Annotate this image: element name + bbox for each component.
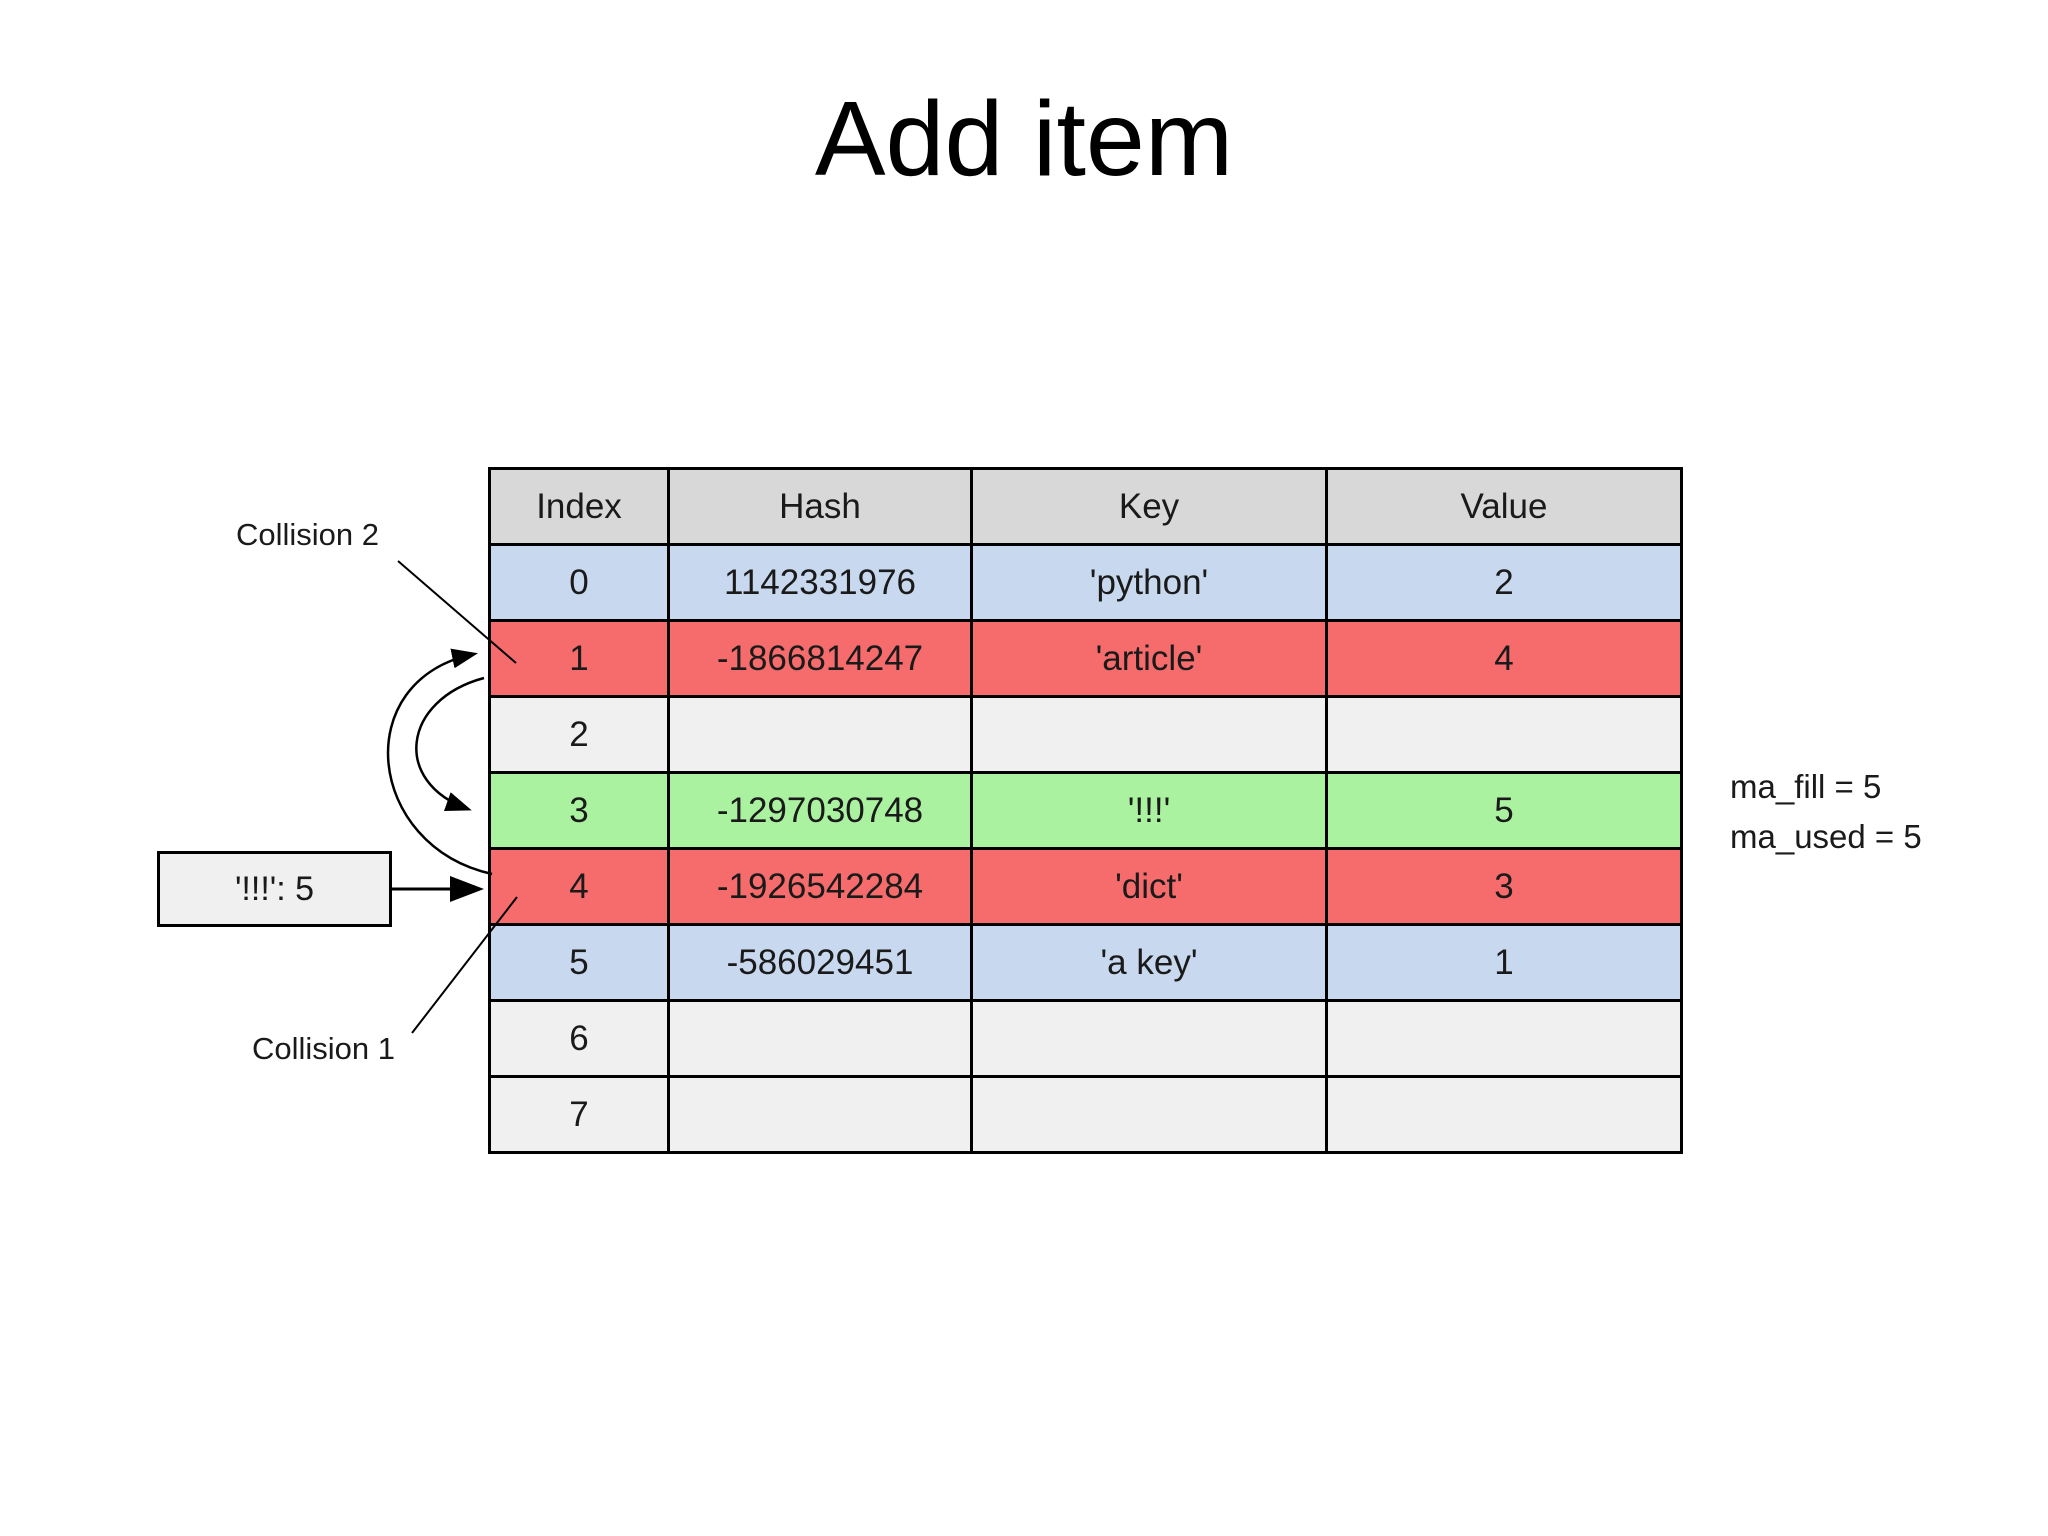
table-cell: 7 [488, 1075, 670, 1154]
table-cell: -1926542284 [667, 847, 973, 926]
table-cell: 5 [1325, 771, 1683, 850]
table-cell: 'dict' [970, 847, 1328, 926]
table-cell: 4 [488, 847, 670, 926]
table-row: 1 -1866814247 'article' 4 [488, 619, 1683, 698]
table-row: 5 -586029451 'a key' 1 [488, 923, 1683, 1002]
table-row: 0 1142331976 'python' 2 [488, 543, 1683, 622]
table-cell: -1297030748 [667, 771, 973, 850]
collision-2-label: Collision 2 [236, 517, 380, 552]
table-cell [1325, 695, 1683, 774]
ma-fill-text: ma_fill = 5 [1730, 768, 1882, 805]
table-cell [667, 695, 973, 774]
collision-1-label: Collision 1 [252, 1031, 396, 1066]
table-cell: 1142331976 [667, 543, 973, 622]
column-header-value: Value [1325, 467, 1683, 546]
table-cell: 2 [1325, 543, 1683, 622]
table-cell: 'python' [970, 543, 1328, 622]
new-item-box: '!!!': 5 [157, 851, 392, 927]
table-cell [970, 999, 1328, 1078]
table-cell: 5 [488, 923, 670, 1002]
table-cell: -586029451 [667, 923, 973, 1002]
column-header-index: Index [488, 467, 670, 546]
table-cell [970, 695, 1328, 774]
column-header-key: Key [970, 467, 1328, 546]
new-item-text: '!!!': 5 [234, 869, 315, 908]
table-cell: 0 [488, 543, 670, 622]
table-row: 4 -1926542284 'dict' 3 [488, 847, 1683, 926]
table-cell [667, 999, 973, 1078]
table-row: 6 [488, 999, 1683, 1078]
table-cell [667, 1075, 973, 1154]
hash-table: Index Hash Key Value 0 1142331976 'pytho… [488, 467, 1683, 1154]
table-cell: 2 [488, 695, 670, 774]
table-row: 3 -1297030748 '!!!' 5 [488, 771, 1683, 850]
table-row: 7 [488, 1075, 1683, 1154]
table-cell: 1 [1325, 923, 1683, 1002]
table-cell: 4 [1325, 619, 1683, 698]
ma-used-text: ma_used = 5 [1730, 818, 1922, 855]
table-row: 2 [488, 695, 1683, 774]
table-cell: 3 [488, 771, 670, 850]
table-cell: -1866814247 [667, 619, 973, 698]
table-cell: 6 [488, 999, 670, 1078]
dict-stats: ma_fill = 5 ma_used = 5 [1730, 762, 1922, 862]
table-cell [970, 1075, 1328, 1154]
slide-title: Add item [814, 80, 1234, 198]
table-header-row: Index Hash Key Value [488, 467, 1683, 546]
table-cell: 3 [1325, 847, 1683, 926]
table-cell: 1 [488, 619, 670, 698]
table-cell: 'article' [970, 619, 1328, 698]
probe-arc-slot1-to-slot3 [415, 676, 485, 812]
column-header-hash: Hash [667, 467, 973, 546]
table-cell [1325, 999, 1683, 1078]
table-cell: 'a key' [970, 923, 1328, 1002]
table-cell [1325, 1075, 1683, 1154]
table-cell: '!!!' [970, 771, 1328, 850]
probe-arc-slot4-to-slot1 [386, 648, 493, 876]
